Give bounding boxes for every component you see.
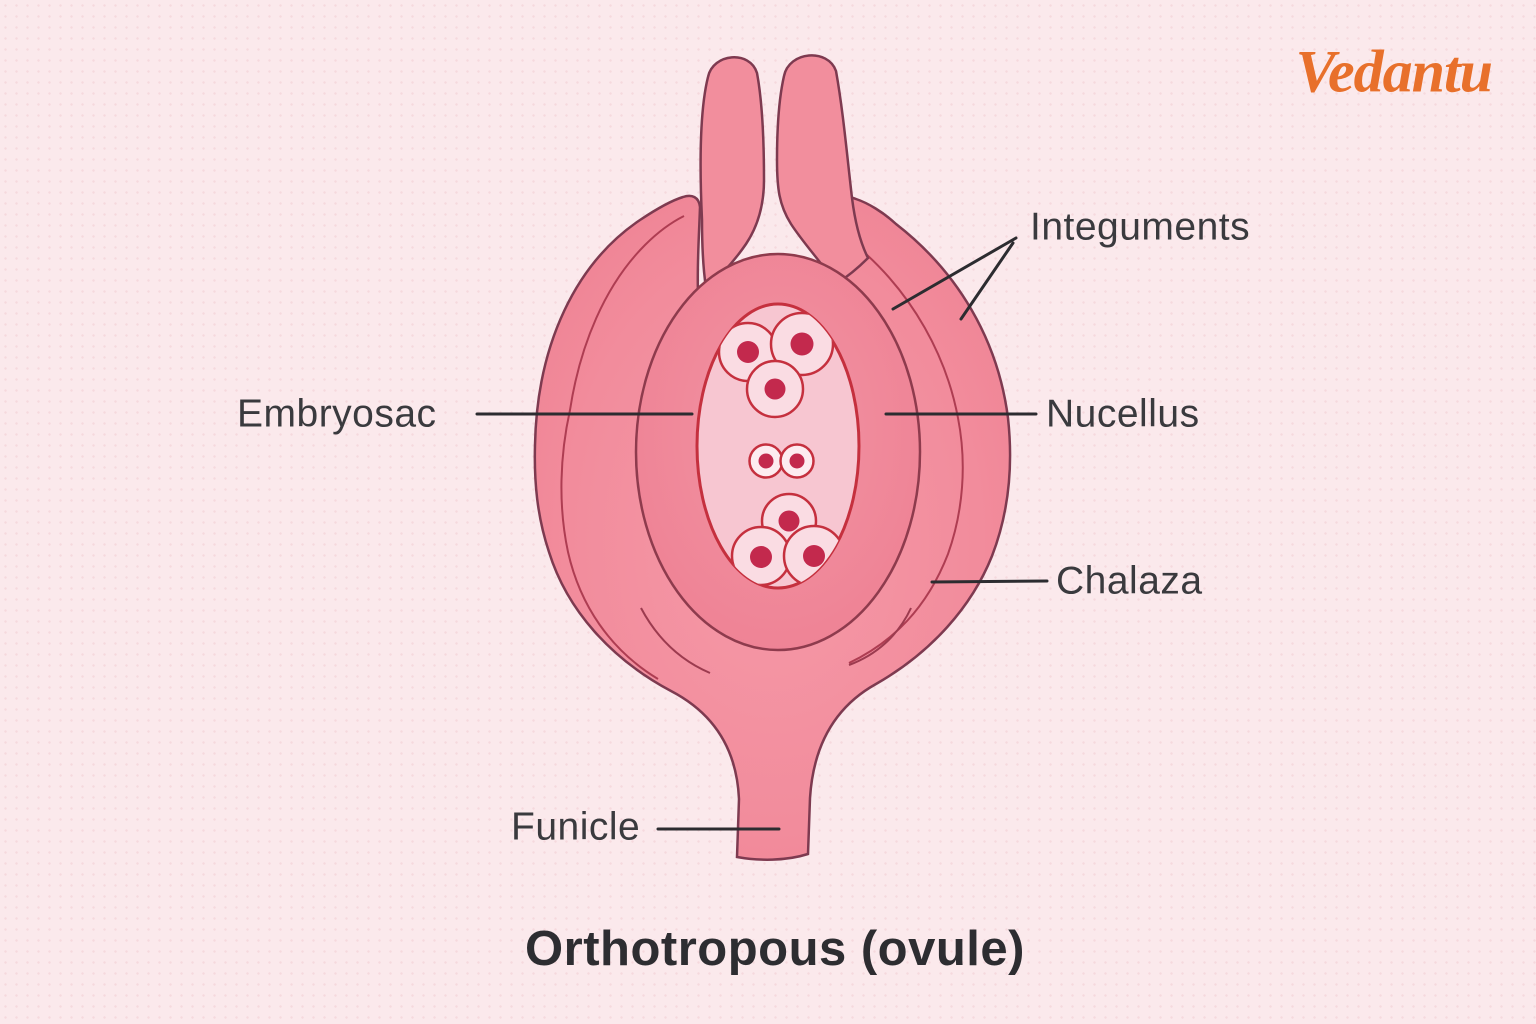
inner-integument-arm-left — [699, 56, 766, 291]
cell-nucleus-dot — [789, 453, 805, 469]
pointer-line-integuments-inner — [891, 236, 1018, 311]
cell-nucleus-dot — [764, 378, 786, 400]
chalaza-crease-right — [848, 607, 912, 666]
label-integuments: Integuments — [1030, 205, 1251, 249]
integument-separation-line-left — [560, 215, 685, 680]
inner-integument-arm-right — [775, 54, 870, 286]
cell-nucleus-dot — [750, 546, 772, 568]
cell-nucleus-dot — [737, 341, 759, 363]
chalaza-crease-left — [640, 607, 711, 674]
diagram-title: Orthotropous (ovule) — [525, 922, 1025, 976]
cell-nucleus-dot — [790, 332, 814, 356]
label-chalaza: Chalaza — [1056, 559, 1203, 603]
integument-separation-line-right — [848, 253, 964, 664]
label-embryosac: Embryosac — [237, 392, 437, 436]
cell-nucleus-dot — [758, 453, 774, 469]
pointer-line-chalaza — [930, 579, 1049, 584]
label-funicle: Funicle — [511, 805, 641, 849]
label-nucellus: Nucellus — [1046, 392, 1200, 436]
cell-nucleus-dot — [803, 545, 825, 567]
vedantu-logo: Vedantu — [1295, 38, 1493, 105]
cell-nucleus-dot — [778, 510, 800, 532]
pointer-line-integuments-outer — [959, 241, 1015, 321]
